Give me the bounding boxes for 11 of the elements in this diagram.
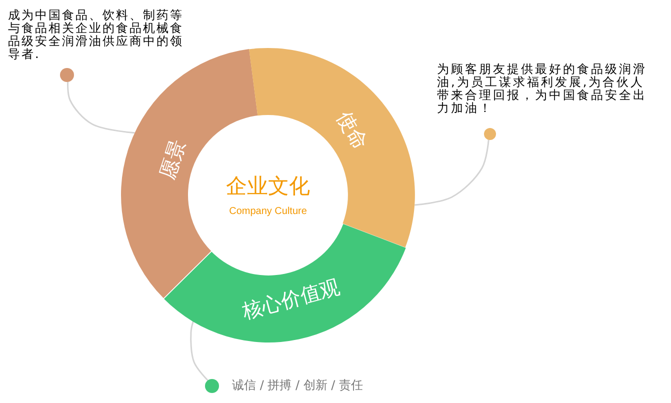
leader-line <box>67 82 135 134</box>
segment-label: 使命 <box>331 106 374 156</box>
description-text: 成为中国食品、饮料、制药等与食品相关企业的食品机械食品级安全润滑油供应商中的领导者. <box>8 9 184 61</box>
description-text: 为顾客朋友提供最好的食品级润滑油,为员工谋求福利发展,为合伙人带来合理回报，为中国食品安全出力加油！ <box>437 63 648 115</box>
center-subtitle: Company Culture <box>229 205 307 219</box>
segment-label: 核心价值观 <box>239 274 343 326</box>
center-title: 企业文化 <box>226 173 310 199</box>
description-text: 诚信 / 拼搏 / 创新 / 责任 <box>232 379 364 392</box>
segment-label: 愿景 <box>154 136 192 184</box>
leader-line <box>190 321 208 381</box>
leader-line <box>414 140 490 206</box>
